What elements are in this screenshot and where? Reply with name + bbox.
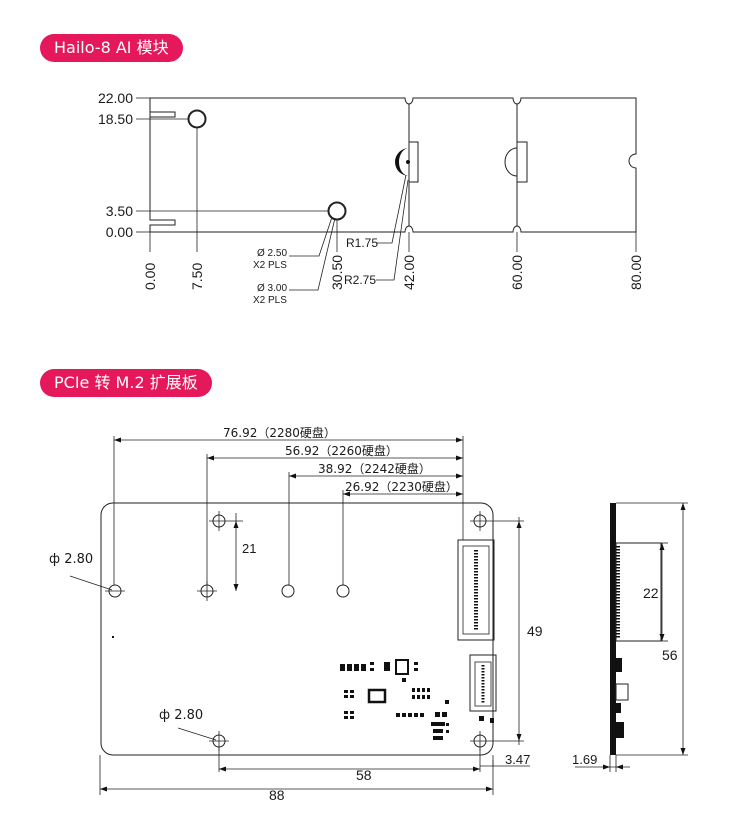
- side-dim-arrows: [603, 503, 686, 770]
- dim-49: 49: [527, 623, 543, 639]
- module-left-notch: [150, 111, 176, 118]
- side-component-1: [616, 658, 622, 672]
- module-outline: [149, 97, 637, 233]
- leader-hole-large: [289, 217, 336, 291]
- x-label-7: 7.50: [189, 263, 205, 290]
- dim-88: 88: [269, 787, 285, 803]
- hailo-module-drawing: 22.00 18.50 3.50 0.00 0.00 7.50 30.50 42…: [98, 90, 644, 306]
- x-label-0: 0.00: [142, 263, 158, 290]
- center-mark-42: [406, 160, 410, 164]
- leader-hole-small: [289, 216, 333, 257]
- side-component-4: [616, 722, 624, 738]
- hole-2242: [281, 584, 295, 598]
- hole-large-diameter: Ø 3.00: [257, 283, 287, 294]
- fpc-connector: [469, 654, 497, 712]
- m2-connector: [457, 539, 495, 641]
- side-view-drawing: 22 56 1.69: [572, 502, 688, 772]
- semicircle-42: [395, 148, 409, 176]
- side-component-3: [616, 703, 621, 713]
- radius-label-2: R2.75: [344, 273, 376, 287]
- slot-60: [504, 141, 528, 183]
- components: [112, 636, 494, 740]
- hole-bottom: [327, 201, 347, 221]
- slot-42: [409, 141, 419, 183]
- x-label-42: 42.00: [401, 255, 417, 290]
- side-pcb: [610, 503, 616, 755]
- hole-small-diameter: Ø 2.50: [257, 248, 287, 259]
- pcie-board-drawing: 76.92（2280硬盘） 56.92（2260硬盘） 38.92（2242硬盘…: [49, 425, 543, 803]
- dim-2230: 26.92（2230硬盘）: [345, 479, 458, 494]
- radius-label-1: R1.75: [346, 236, 378, 250]
- hole-callout-bottom: ф 2.80: [159, 708, 203, 723]
- hole-small-qty: X2 PLS: [253, 260, 287, 271]
- hole-top: [187, 109, 207, 129]
- side-dim-lines: [575, 502, 688, 772]
- fpc-connector-inner: [474, 661, 492, 707]
- dim-2260: 56.92（2260硬盘）: [285, 443, 398, 458]
- dim-58: 58: [356, 767, 372, 783]
- dim-arrows: [100, 437, 522, 792]
- dim-2242: 38.92（2242硬盘）: [318, 461, 431, 476]
- hole-large-qty: X2 PLS: [253, 295, 287, 306]
- top-dim-lines: [99, 436, 530, 795]
- side-dim-169: 1.69: [572, 752, 597, 767]
- leader-hole-left: [69, 575, 113, 591]
- m2-connector-inner: [462, 545, 490, 635]
- y-label-22: 22.00: [98, 90, 133, 106]
- dim-2280: 76.92（2280硬盘）: [223, 425, 336, 440]
- y-label-0: 0.00: [106, 224, 133, 240]
- x-label-80: 80.00: [628, 255, 644, 290]
- x-label-30: 30.50: [329, 255, 345, 290]
- y-label-18: 18.50: [98, 111, 133, 127]
- leader-r275: [376, 179, 409, 281]
- board-outline: [100, 502, 494, 756]
- y-label-3: 3.50: [106, 203, 133, 219]
- dim-347: 3.47: [505, 752, 530, 767]
- side-component-2: [615, 683, 629, 701]
- side-dim-56: 56: [662, 647, 678, 663]
- leader-hole-bottom: [177, 727, 217, 741]
- leader-r175: [376, 174, 407, 244]
- side-dim-22: 22: [643, 585, 659, 601]
- dim-21: 21: [242, 541, 256, 556]
- section-title-pcie: PCIe 转 M.2 扩展板: [40, 369, 212, 397]
- section-title-hailo: Hailo-8 AI 模块: [40, 34, 183, 62]
- hole-2230: [336, 584, 350, 598]
- hole-callout-left: ф 2.80: [49, 552, 93, 567]
- x-label-60: 60.00: [509, 255, 525, 290]
